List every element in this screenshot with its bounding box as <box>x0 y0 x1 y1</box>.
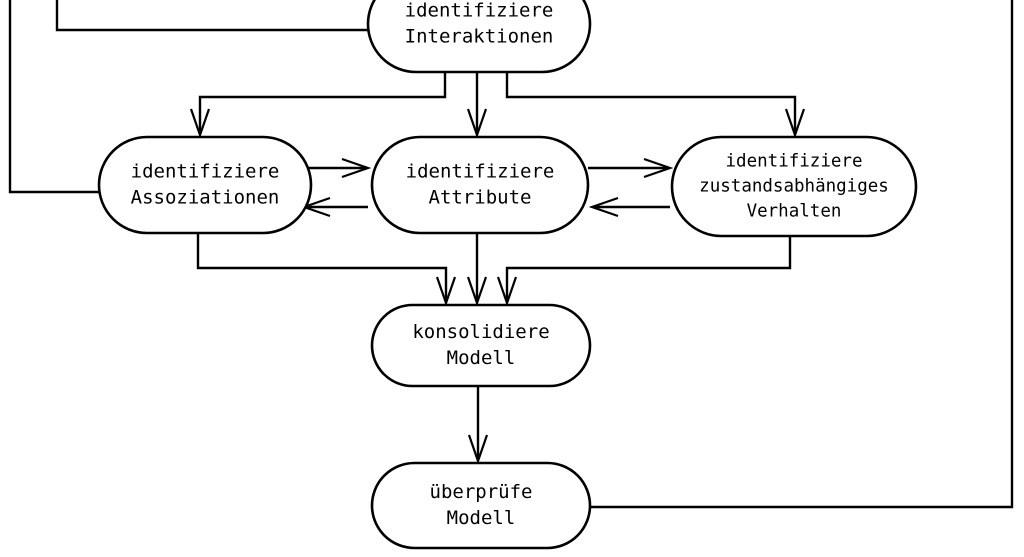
edge-konsolidiere-to-ueberpruefe <box>467 386 489 465</box>
node-label-line: Interaktionen <box>405 26 554 48</box>
edge-path <box>196 233 448 301</box>
node-label-line: identifiziere <box>726 152 863 172</box>
edge-interaktionen-left-to-offscreen-top <box>55 0 372 32</box>
node-label-line: konsolidiere <box>412 321 549 343</box>
edge-attribute-to-verhalten <box>588 157 674 179</box>
node-shape[interactable] <box>366 0 592 74</box>
node-label-line: Modell <box>447 347 516 369</box>
node-label-line: identifiziere <box>406 161 555 183</box>
edge-assoziationen-to-attribute <box>302 157 372 179</box>
node-shape[interactable] <box>97 135 313 235</box>
arrowhead-down <box>189 108 211 139</box>
nodes-layer: identifiziereInteraktionenidentifiziereA… <box>97 0 918 550</box>
node-label-line: identifiziere <box>405 0 554 22</box>
arrowhead-down <box>784 108 806 139</box>
edge-verhalten-to-attribute <box>588 196 670 218</box>
edge-path <box>505 72 797 133</box>
node-label-line: identifiziere <box>131 161 280 183</box>
edge-attribute-to-assoziationen <box>300 196 368 218</box>
edge-interaktionen-to-assoziationen <box>189 72 447 139</box>
edge-path <box>589 0 1014 509</box>
edge-offscreen-top-left-to-assoziationen <box>8 0 104 194</box>
node-shape[interactable] <box>370 303 592 388</box>
node-label-line: Attribute <box>429 187 532 209</box>
edge-interaktionen-to-verhalten <box>505 72 806 139</box>
edge-attribute-to-konsolidiere <box>466 233 488 307</box>
node-label-line: Verhalten <box>747 202 842 222</box>
node-shape[interactable] <box>370 461 592 550</box>
arrowhead-down <box>496 276 518 307</box>
edge-ueberpruefe-to-top-right-loop <box>589 0 1014 509</box>
node-label-line: zustandsabhängiges <box>699 177 889 197</box>
arrowhead-left <box>588 196 619 218</box>
edges-layer <box>8 0 1014 509</box>
node-label-line: überprüfe <box>430 481 533 503</box>
arrowhead-right <box>341 157 372 179</box>
node-shape[interactable] <box>370 135 590 235</box>
node-label-line: Modell <box>447 507 516 529</box>
edge-assoziationen-to-konsolidiere <box>196 233 457 307</box>
edge-verhalten-to-konsolidiere <box>496 236 792 307</box>
edge-interaktionen-to-attribute <box>466 72 488 139</box>
arrowhead-down <box>466 276 488 307</box>
edge-path <box>8 0 104 194</box>
arrowhead-down <box>467 434 489 465</box>
node-label-line: Assoziationen <box>131 187 280 209</box>
edge-path <box>198 72 447 133</box>
arrowhead-down <box>466 108 488 139</box>
edge-path <box>505 236 792 301</box>
edge-path <box>55 0 372 32</box>
arrowhead-down <box>435 276 457 307</box>
node-shape[interactable] <box>670 135 918 238</box>
arrowhead-right <box>643 157 674 179</box>
